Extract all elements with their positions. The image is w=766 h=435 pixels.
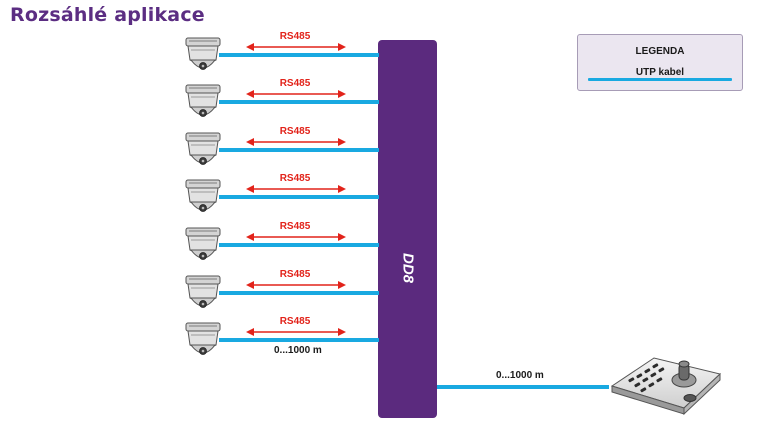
keyboard-distance-label: 0...1000 m xyxy=(496,370,544,381)
rs485-label: RS485 xyxy=(279,173,311,184)
camera-utp-cable xyxy=(219,195,379,199)
camera-distance-label: 0...1000 m xyxy=(274,345,322,356)
rs485-label: RS485 xyxy=(279,31,311,42)
legend-cable-swatch xyxy=(588,78,732,81)
camera-utp-cable xyxy=(219,338,379,342)
rs485-label: RS485 xyxy=(279,126,311,137)
camera-utp-cable xyxy=(219,100,379,104)
dome-camera-icon xyxy=(183,131,223,171)
rs485-label: RS485 xyxy=(279,269,311,280)
dome-camera-icon xyxy=(183,178,223,218)
dome-camera-icon xyxy=(183,36,223,76)
legend-title: LEGENDA xyxy=(635,46,685,57)
camera-utp-cable xyxy=(219,243,379,247)
rs485-double-arrow-icon xyxy=(246,43,346,51)
page-title: Rozsáhlé aplikace xyxy=(10,4,205,26)
rs485-double-arrow-icon xyxy=(246,90,346,98)
dome-camera-icon xyxy=(183,226,223,266)
ptz-control-keyboard-icon xyxy=(608,352,724,421)
rs485-label: RS485 xyxy=(279,316,311,327)
dome-camera-icon xyxy=(183,321,223,361)
rs485-label: RS485 xyxy=(279,221,311,232)
camera-utp-cable xyxy=(219,53,379,57)
dome-camera-icon xyxy=(183,274,223,314)
dd8-device: DD8 xyxy=(378,40,437,418)
camera-utp-cable xyxy=(219,148,379,152)
rs485-label: RS485 xyxy=(279,78,311,89)
legend-item-label: UTP kabel xyxy=(635,67,685,78)
rs485-double-arrow-icon xyxy=(246,281,346,289)
rs485-double-arrow-icon xyxy=(246,233,346,241)
keyboard-cable xyxy=(437,385,609,389)
rs485-double-arrow-icon xyxy=(246,185,346,193)
rs485-double-arrow-icon xyxy=(246,328,346,336)
rs485-double-arrow-icon xyxy=(246,138,346,146)
legend: LEGENDA UTP kabel xyxy=(577,34,743,91)
dome-camera-icon xyxy=(183,83,223,123)
dd8-label: DD8 xyxy=(399,252,416,284)
camera-utp-cable xyxy=(219,291,379,295)
